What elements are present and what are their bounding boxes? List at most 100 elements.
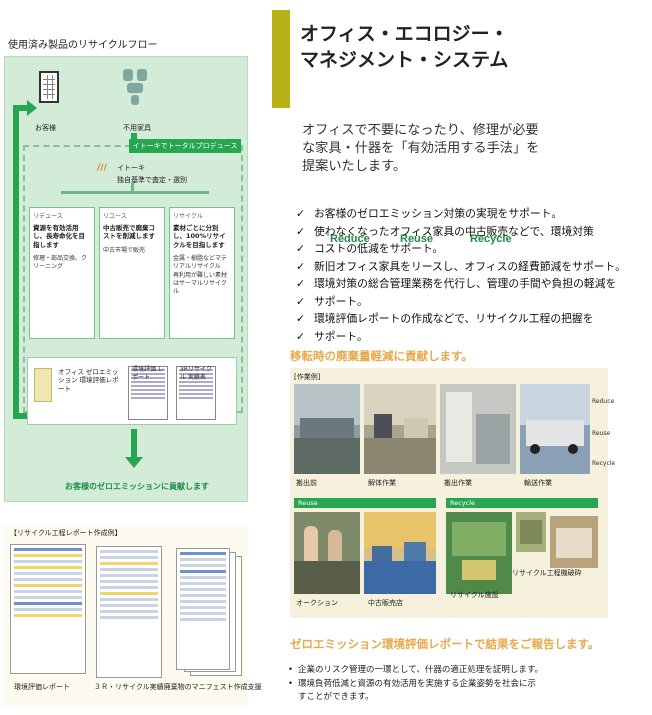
return-arrow-bottom — [13, 413, 29, 419]
report-box-text: オフィス ゼロエミッション 環境評価レポート — [58, 368, 119, 393]
point-text: 使わなくなったオフィス家具の中古販売などで、環境対策 — [314, 224, 594, 238]
check-icon: ✓ — [296, 329, 306, 343]
support-points-list: ✓お客様のゼロエミッション対策の実現をサポート。 ✓使わなくなったオフィス家具の… — [296, 205, 626, 345]
list-item: • 企業のリスク管理の一環として、什器の適正処理を証明します。 — [288, 664, 543, 678]
reduce-card: リデュース Reduce 資源を有効活用し、長寿命化を目指します 修理・部品交換… — [29, 207, 370, 339]
card-extra: 中古市場で販売 — [103, 246, 146, 254]
point-text: サポート。 — [314, 294, 368, 308]
folder-icon — [34, 368, 52, 402]
reuse-card: リユース Reuse 中古販売で廃棄コストを削減します 中古市場で販売 — [99, 207, 433, 339]
photo-crushing-2 — [550, 516, 598, 568]
point-text: サポート。 — [314, 329, 368, 343]
list-item: ✓ コストの低減をサポート。 — [296, 240, 626, 258]
chairs-icon — [121, 67, 151, 107]
recycle-card: リサイクル Recycle 素材ごとに分別し、100%リサイクルを目指します 金… — [169, 207, 512, 339]
check-icon: ✓ — [296, 259, 306, 273]
intro-line: オフィスで不要になったり、修理が必要 — [302, 123, 539, 138]
benefit-text: すことができます。 — [298, 692, 374, 702]
side-tag-recycle: Recycle — [592, 460, 616, 467]
check-icon: ✓ — [296, 207, 306, 220]
phase-bar-reuse: Reuse — [294, 498, 436, 508]
report-sheet-icon — [176, 366, 216, 420]
itoki-total-produce-banner: イトーキでトータルプロデュース — [129, 139, 241, 153]
return-arrow-head — [27, 100, 37, 116]
list-item: • 環境負荷低減と資源の有効活用を実施する企業姿勢を社会に示 — [288, 678, 543, 692]
list-item: ✓ 環境対策の総合管理業務を代行し、管理の手間や負担の軽減を — [296, 275, 626, 293]
phase-label: Reuse — [298, 499, 318, 507]
work-example-label: [作業例] — [294, 373, 321, 381]
flow-conclusion: お客様のゼロエミッションに貢献します — [65, 482, 209, 491]
list-item: ✓ お客様のゼロエミッション対策の実現をサポート。 — [296, 205, 626, 223]
point-text: お客様のゼロエミッション対策の実現をサポート。 — [314, 207, 563, 220]
phase-bar-recycle: Recycle — [446, 498, 598, 508]
photo-caption: 輸送作業 — [524, 479, 552, 487]
branch-stem — [131, 183, 134, 193]
report-caption-2: ３Ｒ・リサイクル実績廃棄物のマニフェスト作成支援 — [94, 683, 262, 691]
photo-transport — [520, 384, 590, 474]
unneeded-furniture-label: 不用家具 — [123, 124, 151, 132]
list-item: ✓使わなくなったオフィス家具の中古販売などで、環境対策 — [296, 223, 626, 241]
flow-caption: 使用済み製品のリサイクルフロー — [8, 40, 158, 51]
point-text: 新旧オフィス家具をリースし、オフィスの経費節減をサポート。 — [314, 259, 626, 273]
report-sheet2-label: 3Rリサイクル 実績表 — [180, 366, 212, 381]
bullet-icon: • — [288, 665, 294, 675]
card-tag: リサイクル — [173, 213, 203, 220]
office-building-icon — [39, 71, 59, 103]
page-title-line-2: マネジメント・システム — [300, 48, 509, 71]
list-item: ✓ サポート。 — [296, 293, 626, 311]
photo-caption: 中古販売店 — [368, 599, 403, 607]
card-body: 素材ごとに分別し、100%リサイクルを目指します — [173, 224, 226, 249]
itoki-name: イトーキ — [117, 164, 145, 172]
point-text: コストの低減をサポート。 — [314, 242, 444, 255]
return-arrow — [13, 109, 19, 419]
section-heading-report: ゼロエミッション環境評価レポートで結果をご報告します。 — [290, 637, 600, 651]
card-body: 中古販売で廃棄コストを削減します — [103, 224, 155, 241]
report-examples-heading: 【リサイクル工程レポート作成例】 — [10, 529, 122, 537]
section-heading-waste-reduction: 移転時の廃棄量軽減に貢献します。 — [290, 349, 473, 363]
intro-line: な家具・什器を「有効活用する手法」を — [302, 140, 540, 156]
check-icon: ✓ — [296, 277, 306, 290]
check-icon: ✓ — [296, 294, 306, 308]
list-item: ✓ 新旧オフィス家具をリースし、オフィスの経費節減をサポート。 — [296, 258, 626, 276]
report-benefits-list: • 企業のリスク管理の一環として、什器の適正処理を証明します。 • 環境負荷低減と資… — [288, 664, 543, 705]
report-caption-1: 環境評価レポート — [14, 683, 70, 691]
customer-label: お客様 — [35, 124, 56, 132]
photo-auction — [294, 512, 360, 594]
card-extra: 金属・樹脂などマテリアルリサイクル 再利用が難しい素材はサーマルリサイクル — [173, 255, 228, 295]
card-tag: リデュース — [33, 213, 63, 220]
photo-dismantling — [364, 384, 436, 474]
return-arrow-top — [13, 105, 29, 111]
flow-arrow-head — [125, 457, 143, 468]
bullet-icon: • — [288, 678, 294, 689]
photo-caption: 搬出前 — [296, 479, 317, 487]
branch-connector — [61, 191, 209, 194]
card-title: Reduce — [330, 233, 370, 245]
list-item: ✓ サポート。 — [296, 328, 626, 346]
check-icon: ✓ — [296, 312, 306, 325]
point-text: 環境評価レポートの作成などで、リサイクル工程の把握を — [314, 312, 594, 325]
benefit-text: 企業のリスク管理の一環として、什器の適正処理を証明します。 — [298, 665, 543, 675]
check-icon: ✓ — [296, 242, 306, 255]
list-item: ✓ 環境評価レポートの作成などで、リサイクル工程の把握を — [296, 310, 626, 328]
intro-text: オフィスで不要になったり、修理が必要 な家具・什器を「有効活用する手法」を 提案… — [302, 122, 539, 175]
card-body: 資源を有効活用し、長寿命化を目指します — [33, 224, 85, 249]
photo-caption: リサイクル工程機破砕 — [512, 569, 582, 577]
point-text: 環境対策の総合管理業務を代行し、管理の手間や負担の軽減を — [314, 277, 617, 290]
photo-crushing-1 — [516, 512, 546, 552]
photo-caption: 解体作業 — [368, 479, 396, 487]
card-extra: 修理・部品交換、クリーニング — [33, 255, 88, 271]
zero-emission-report-box: オフィス ゼロエミッション 環境評価レポート 環境評価 レポート 3Rリサイクル… — [27, 357, 237, 425]
work-example-photos: [作業例] 搬出前 解体作業 搬出作業 輸送作業 Reduce Reuse Re… — [290, 368, 615, 618]
page-title-line-1: オフィス・エコロジー・ — [300, 23, 509, 45]
photo-used-store — [364, 512, 436, 594]
flow-arrow-down-bottom — [131, 429, 137, 459]
report-sheet-icon — [128, 366, 168, 420]
title-accent-bar — [272, 10, 290, 108]
card-title: Reuse — [400, 233, 434, 245]
itoki-logo-icon: /// — [97, 163, 107, 173]
page-title: オフィス・エコロジー・ マネジメント・システム — [300, 22, 509, 73]
benefit-text: 環境負荷低減と資源の有効活用を実施する企業姿勢を社会に示 — [298, 678, 537, 689]
environmental-report-document — [10, 544, 86, 674]
card-title: Recycle — [470, 233, 512, 245]
report-examples: 【リサイクル工程レポート作成例】 — [4, 526, 248, 706]
